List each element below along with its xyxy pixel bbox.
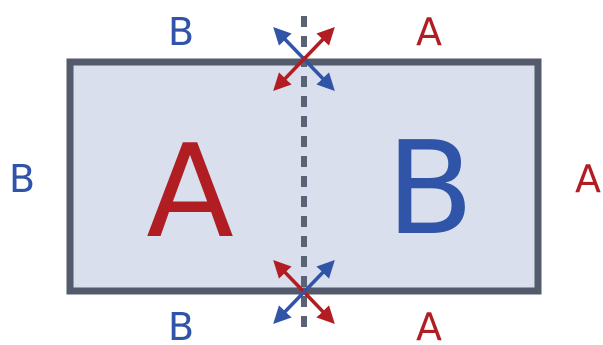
edge-label-right: A bbox=[575, 157, 601, 201]
edge-label-bottom-right: A bbox=[416, 305, 442, 345]
edge-label-top-right: A bbox=[416, 10, 442, 54]
crossing-arrows-icon-bottom bbox=[273, 259, 335, 325]
region-left-label: A bbox=[146, 118, 234, 267]
edge-label-bottom-left: B bbox=[168, 305, 194, 345]
region-right-label: B bbox=[386, 115, 474, 264]
crossing-arrows-icon-top bbox=[273, 26, 335, 92]
edge-label-left: B bbox=[9, 157, 35, 201]
edge-label-top-left: B bbox=[168, 10, 194, 54]
